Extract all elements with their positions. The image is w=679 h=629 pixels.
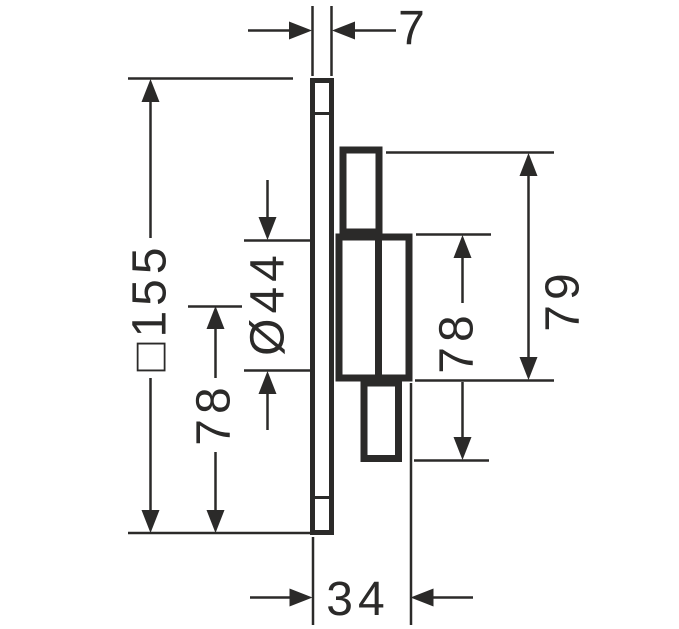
arrow-7-leftward	[332, 21, 355, 40]
dim-label-installation-depth: 34	[326, 573, 389, 626]
arrow-79-up	[519, 153, 538, 176]
arrow-79-down	[519, 357, 538, 380]
arrow-44-down	[258, 217, 277, 240]
lower-handle	[360, 379, 402, 462]
arrow-78l-down	[206, 510, 225, 533]
dim-label-plate-square-size: □155	[123, 242, 176, 371]
dim-label-cartridge-diameter: Ø44	[241, 250, 294, 356]
dimension-labels-group: 7 □155 78 Ø44 78 79 34	[123, 2, 589, 626]
dim-label-upper-knob-to-body-bottom: 79	[536, 268, 589, 331]
arrow-155-up	[141, 79, 160, 102]
dim-label-axis-to-plate-bottom: 78	[187, 382, 240, 445]
arrow-78r-down	[453, 437, 472, 460]
arrow-78l-up	[206, 306, 225, 329]
arrowheads-group	[141, 21, 538, 607]
valve-outline-group	[310, 78, 413, 535]
arrow-78r-up	[453, 235, 472, 258]
arrow-44-up	[258, 371, 277, 394]
mounting-plate	[310, 78, 334, 535]
dimension-lines-group	[128, 6, 554, 625]
arrow-34-leftward	[410, 588, 434, 607]
arrow-155-down	[141, 510, 160, 533]
dim-label-plate-thickness: 7	[398, 2, 430, 55]
arrow-34-rightward	[289, 588, 313, 607]
arrow-7-rightward	[289, 21, 312, 40]
upper-handle	[339, 146, 383, 236]
valve-body	[335, 233, 413, 382]
dim-label-body-to-lower-knob: 78	[430, 310, 483, 373]
